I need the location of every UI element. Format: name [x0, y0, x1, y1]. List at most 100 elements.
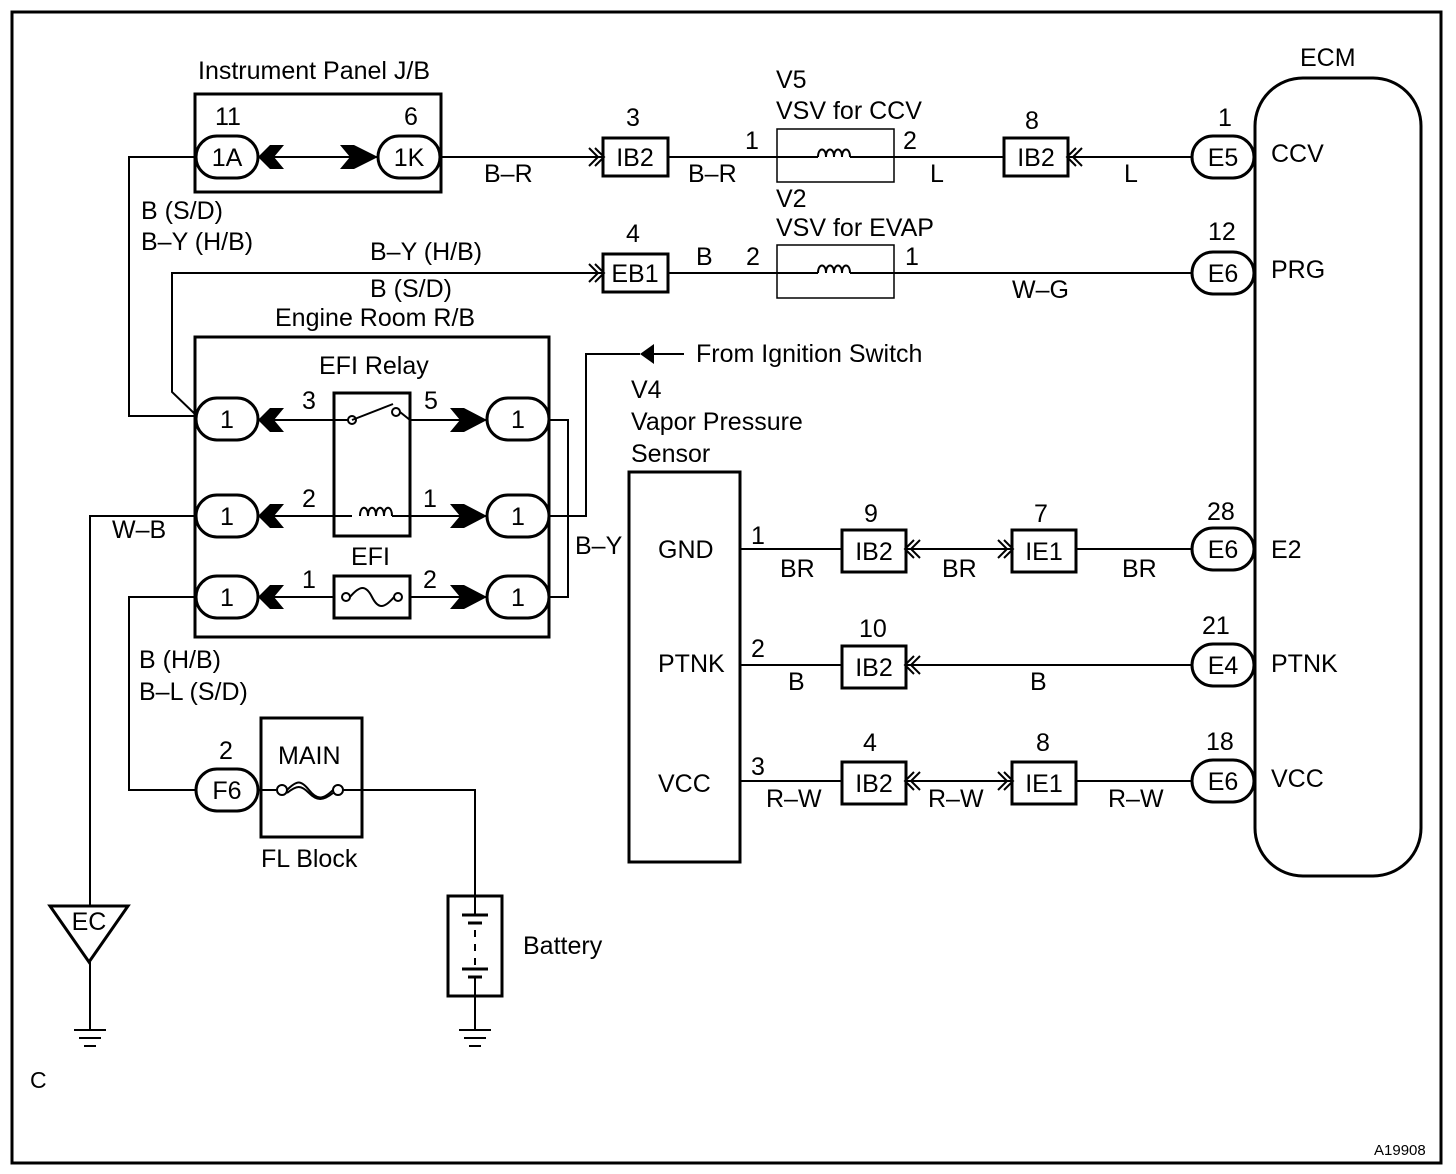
ie1-gnd-pin: 7	[1034, 500, 1048, 528]
wire-eb1-feed-2: B (S/D)	[370, 275, 452, 303]
sensor-gnd-pin: 1	[751, 522, 765, 550]
sensor-ptnk-label: PTNK	[658, 650, 725, 678]
wire-eb1-v2: B	[696, 243, 713, 271]
ecm-pin-ccv: 1 E5 CCV	[1190, 104, 1324, 180]
wire-vcc-3: R–W	[1108, 785, 1164, 813]
wire-v5-ib2: L	[930, 160, 944, 188]
v4-line1: Vapor Pressure	[631, 408, 803, 436]
ecm-connector-e6-prg	[1190, 250, 1256, 296]
relay-coil-icon	[359, 506, 393, 517]
battery-label: Battery	[523, 932, 603, 960]
outer-frame	[10, 10, 1443, 1165]
vsv-evap-coil-icon	[817, 264, 851, 274]
ib2-ccv-in-pin: 3	[626, 104, 640, 132]
ground-ec-label: EC	[72, 908, 107, 936]
ib2-ptnk-pin: 10	[859, 615, 887, 643]
ecm-pin-prg: 12 E6 PRG	[1190, 218, 1325, 296]
wire-gnd-2: BR	[942, 555, 977, 583]
ip-jb-label: Instrument Panel J/B	[198, 57, 430, 85]
rb-pin-left-top	[194, 396, 260, 442]
ecm-connector-e6-prg-label: E6	[1208, 260, 1239, 288]
fl-block-box	[259, 716, 364, 839]
f6-pin: 2	[219, 737, 233, 765]
efi-fuse-box	[332, 574, 412, 620]
ib2-vcc-connector	[840, 760, 908, 806]
ecm-pin-prg-number: 12	[1208, 218, 1236, 246]
vapor-pressure-sensor	[627, 470, 742, 864]
ecm-label: ECM	[1300, 44, 1356, 72]
ie1-vcc-connector	[1010, 760, 1078, 806]
j1k-pin: 6	[404, 103, 418, 131]
eb1-connector	[601, 252, 670, 294]
v5-name: VSV for CCV	[776, 97, 922, 125]
battery-icon	[462, 896, 488, 996]
wire-vcc-1: R–W	[766, 785, 822, 813]
wire-vcc-2: R–W	[928, 785, 984, 813]
ignition-arrow-icon	[640, 344, 654, 364]
relay-pin-2: 2	[302, 485, 316, 513]
ground-battery-icon	[459, 1029, 491, 1047]
wire-ground: W–B	[112, 516, 166, 544]
ib2-vcc-pin: 4	[863, 729, 877, 757]
ecm-terminal-prg: PRG	[1271, 256, 1325, 284]
wire-jb-drop-1: B (S/D)	[141, 197, 223, 225]
ie1-gnd-connector	[1010, 528, 1078, 574]
v4-line2: Sensor	[631, 440, 710, 468]
wire-ptnk-1: B	[788, 668, 805, 696]
ib2-gnd-label: IB2	[855, 538, 893, 566]
ib2-ccv-in-connector	[601, 136, 670, 178]
efi-relay-label: EFI Relay	[319, 352, 429, 380]
ecm-pin-ptnk: 21 E4 PTNK	[1190, 612, 1338, 688]
figure-id: A19908	[1374, 1142, 1426, 1159]
rb-pin-left-top-label: 1	[220, 406, 234, 434]
fl-block-label: FL Block	[261, 845, 358, 873]
wire-gnd-3: BR	[1122, 555, 1157, 583]
ecm-pin-vcc: 18 E6 VCC	[1190, 728, 1324, 804]
efi-fuse-label: EFI	[351, 543, 390, 571]
vsv-evap-box	[776, 244, 895, 299]
rb-pin-left-mid-label: 1	[220, 503, 234, 531]
j1a-label: 1A	[212, 144, 243, 172]
ib2-ptnk-label: IB2	[855, 654, 893, 682]
wire-jb-drop-2: B–Y (H/B)	[141, 228, 253, 256]
ib2-ccv-out-label: IB2	[1017, 144, 1055, 172]
instrument-panel-jb	[193, 92, 443, 194]
ecm-pin-e2-number: 28	[1207, 498, 1235, 526]
er-rb-label: Engine Room R/B	[275, 304, 475, 332]
efi-pin-2: 2	[423, 566, 437, 594]
v5-pin-in: 1	[745, 127, 759, 155]
v5-id: V5	[776, 66, 807, 94]
wire-ignition: B–Y	[575, 532, 623, 560]
sensor-vcc-label: VCC	[658, 770, 711, 798]
v2-pin-out: 1	[905, 243, 919, 271]
ie1-gnd-label: IE1	[1025, 538, 1063, 566]
ecm-connector-e5-ccv	[1190, 134, 1256, 180]
sensor-gnd-label: GND	[658, 536, 714, 564]
wire-gnd-1: BR	[780, 555, 815, 583]
ecm-pin-vcc-number: 18	[1206, 728, 1234, 756]
sensor-ptnk-pin: 2	[751, 635, 765, 663]
ecm-pin-ptnk-number: 21	[1202, 612, 1230, 640]
ecm-connector-e6-vcc-label: E6	[1208, 768, 1239, 796]
eb1-label: EB1	[611, 260, 658, 288]
jb-chevron-right-icon	[340, 145, 378, 169]
rb-pin-right-bot-label: 1	[511, 584, 525, 612]
ib2-vcc-label: IB2	[855, 770, 893, 798]
ecm-box	[1253, 76, 1423, 878]
ecm-connector-e4-ptnk	[1190, 642, 1256, 688]
vsv-ccv-box	[776, 128, 895, 183]
relay-pin-5: 5	[424, 387, 438, 415]
wires	[89, 156, 1192, 1030]
efi-relay-box	[332, 391, 412, 538]
j1k-label: 1K	[394, 144, 425, 172]
efi-fuse-icon	[349, 587, 395, 607]
ecm-terminal-vcc: VCC	[1271, 765, 1324, 793]
engine-room-rb	[193, 335, 551, 639]
ib2-ccv-out-connector	[1002, 136, 1070, 178]
ecm-connector-e4-ptnk-label: E4	[1208, 652, 1239, 680]
ecm-connector-e6-e2-label: E6	[1208, 536, 1239, 564]
v5-pin-out: 2	[903, 127, 917, 155]
v2-pin-in: 2	[746, 243, 760, 271]
wire-fuse-feed-2: B–L (S/D)	[139, 678, 248, 706]
wire-jb-ib2: B–R	[484, 160, 533, 188]
